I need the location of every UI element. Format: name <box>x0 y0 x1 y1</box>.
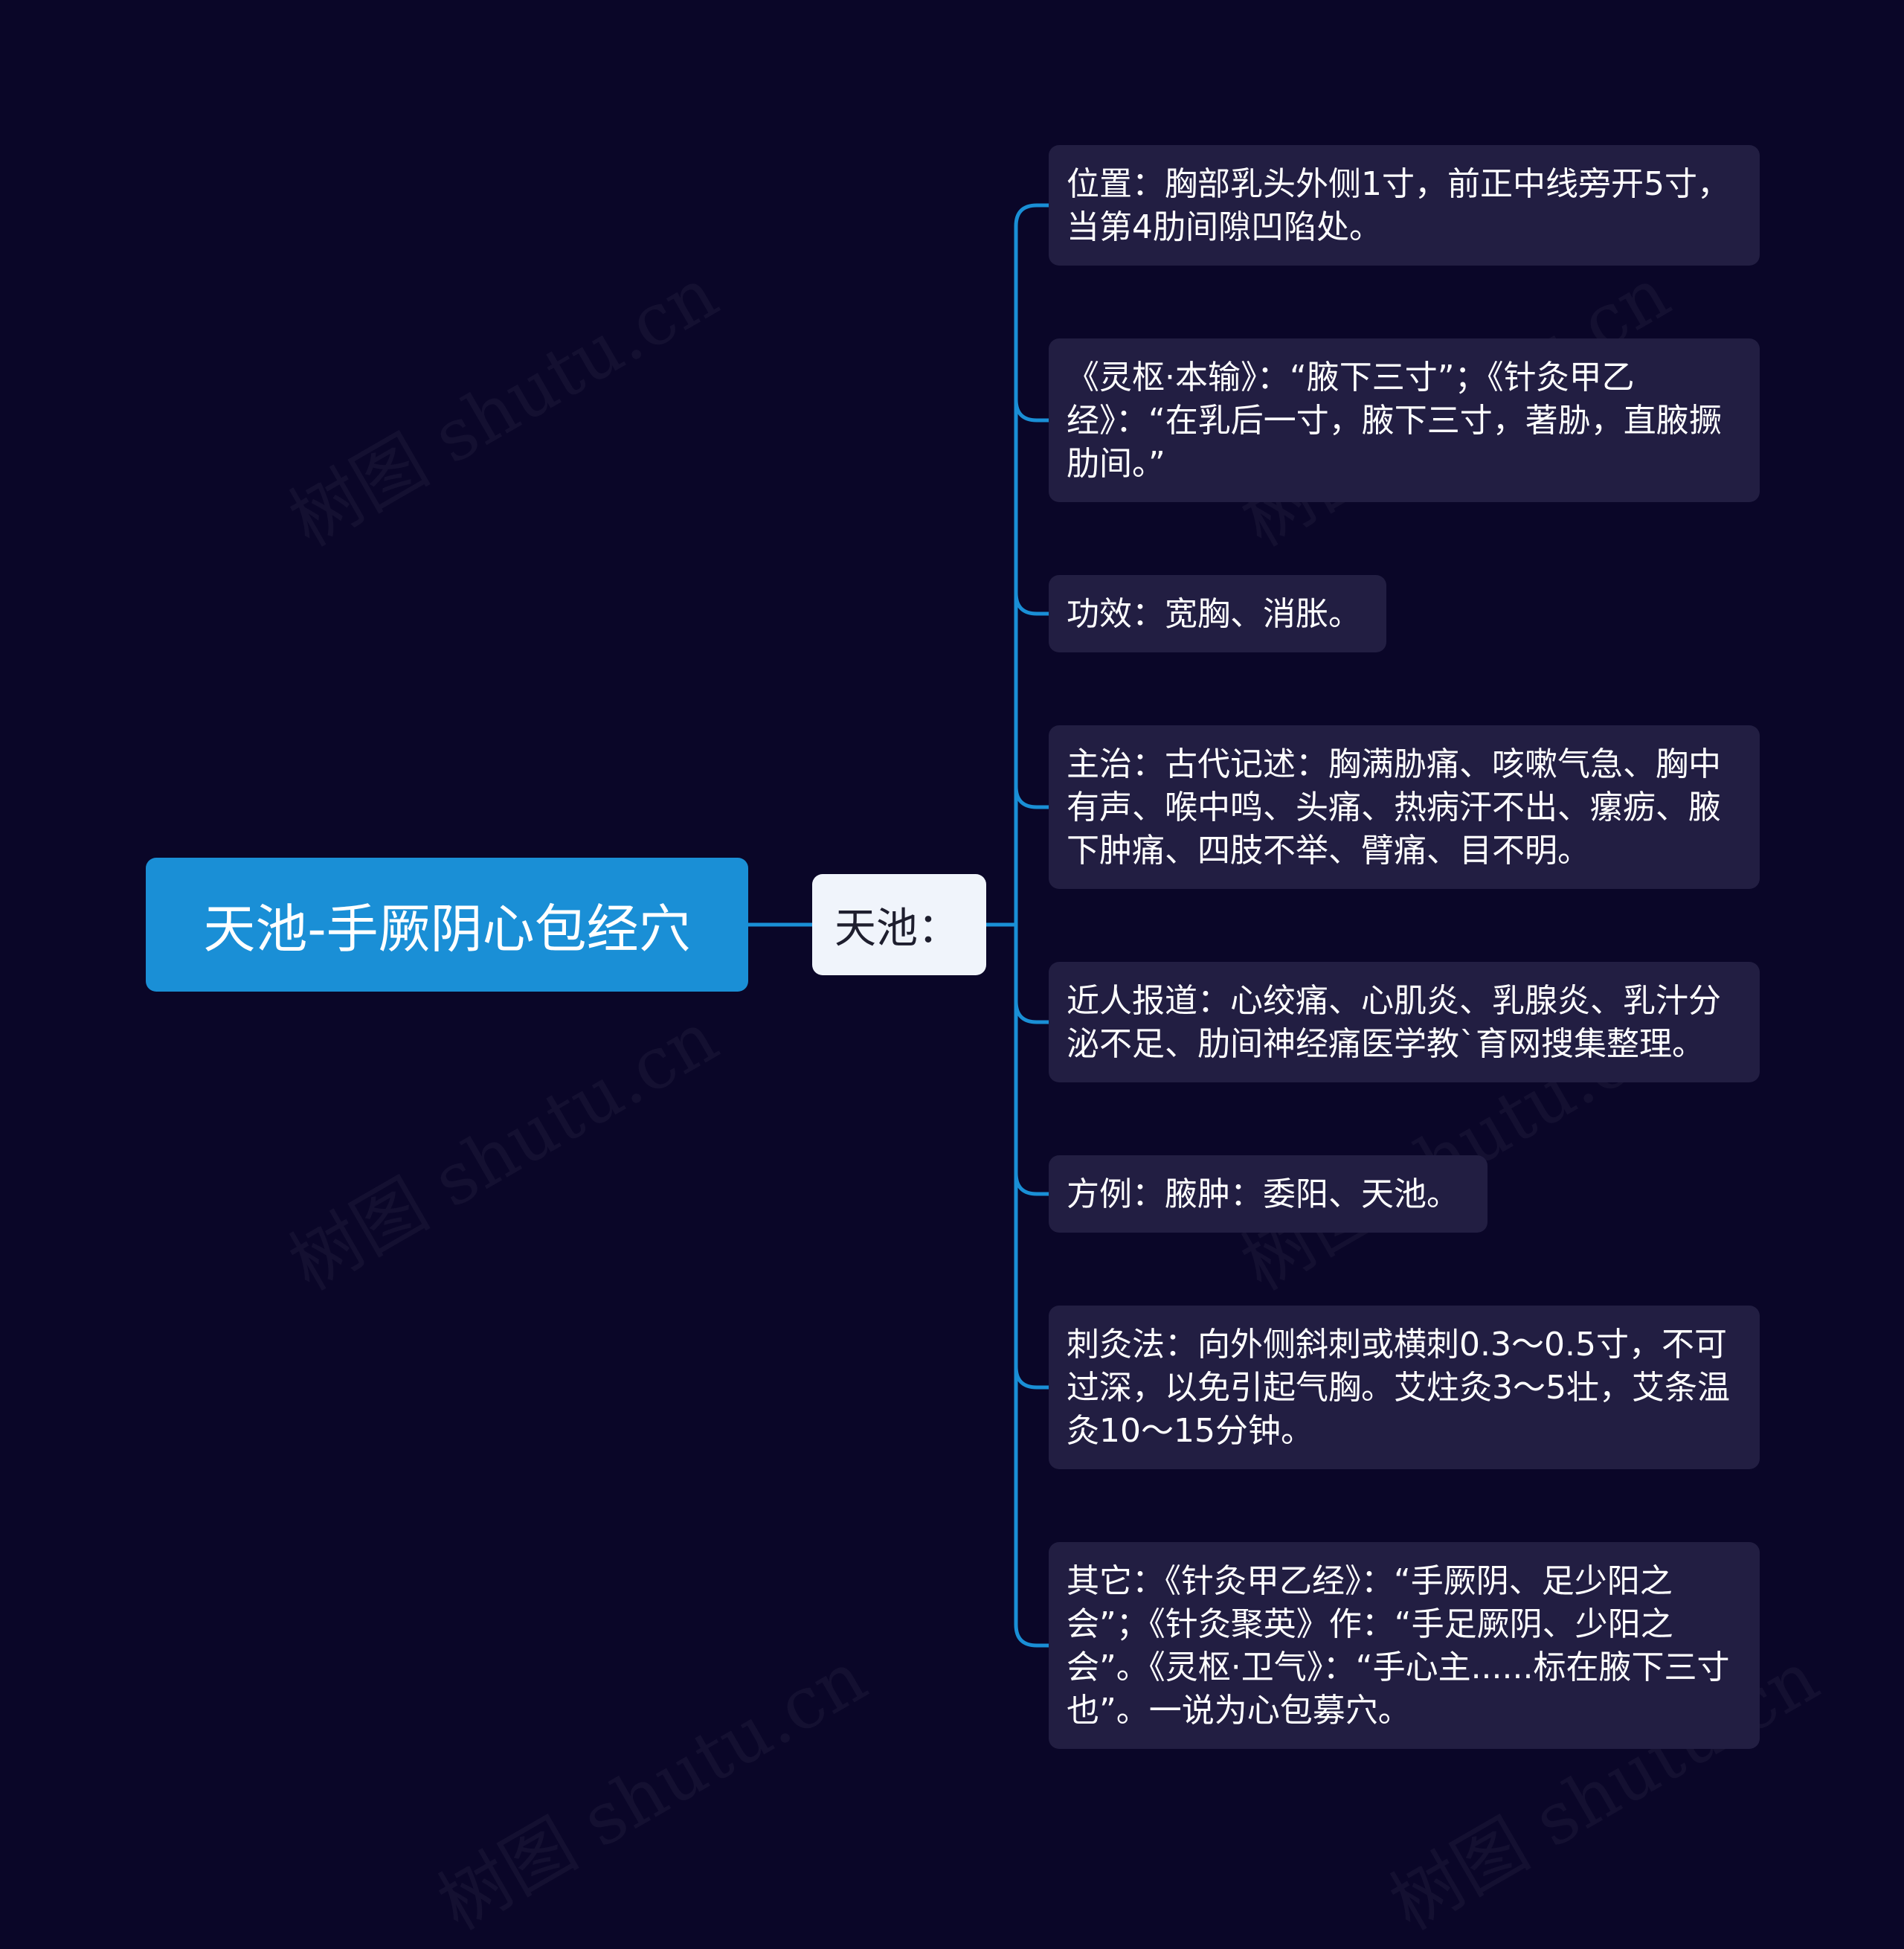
root-label: 天池-手厥阴心包经穴 <box>203 898 691 960</box>
leaf-connector <box>1014 592 1049 616</box>
leaf-node-other[interactable]: 其它：《针灸甲乙经》：“手厥阴、足少阳之会”；《针灸聚英》作：“手足厥阴、少阳之… <box>1049 1542 1760 1749</box>
root-node[interactable]: 天池-手厥阴心包经穴 <box>146 858 748 992</box>
leaf-connector <box>1014 399 1049 423</box>
leaf-text: 《灵枢·本输》：“腋下三寸”；《针灸甲乙经》：“在乳后一寸，腋下三寸，著胁，直腋… <box>1067 359 1722 483</box>
leaf-connector <box>1014 1624 1049 1648</box>
mindmap-canvas: 树图 shutu.cn 树图 shutu.cn 树图 shutu.cn 树图 s… <box>146 145 1832 1946</box>
leaf-connector <box>1014 1001 1049 1024</box>
leaf-node-modern-reports[interactable]: 近人报道：心绞痛、心肌炎、乳腺炎、乳汁分泌不足、肋间神经痛医学教`育网搜集整理。 <box>1049 962 1760 1082</box>
leaf-node-indications[interactable]: 主治：古代记述：胸满胁痛、咳嗽气急、胸中有声、喉中鸣、头痛、热病汗不出、瘰疬、腋… <box>1049 725 1760 889</box>
leaf-text: 方例：腋肿：委阳、天池。 <box>1067 1175 1459 1213</box>
leaf-connector <box>1014 203 1049 227</box>
leaf-node-effect[interactable]: 功效：宽胸、消胀。 <box>1049 575 1386 652</box>
leaf-text: 位置：胸部乳头外侧1寸，前正中线旁开5寸，当第4肋间隙凹陷处。 <box>1067 165 1730 246</box>
leaf-text: 主治：古代记述：胸满胁痛、咳嗽气急、胸中有声、喉中鸣、头痛、热病汗不出、瘰疬、腋… <box>1067 745 1721 870</box>
leaf-node-prescription[interactable]: 方例：腋肿：委阳、天池。 <box>1049 1155 1488 1233</box>
leaf-connector <box>1014 786 1049 809</box>
branch-node[interactable]: 天池： <box>812 874 986 975</box>
leaf-node-acupuncture-method[interactable]: 刺灸法：向外侧斜刺或横刺0.3～0.5寸，不可过深，以免引起气胸。艾炷灸3～5壮… <box>1049 1306 1760 1469</box>
leaf-text: 功效：宽胸、消胀。 <box>1067 595 1361 633</box>
connector-lines <box>748 203 1049 1648</box>
leaf-connector <box>1014 1366 1049 1390</box>
leaf-connector <box>1014 1172 1049 1196</box>
leaf-node-location[interactable]: 位置：胸部乳头外侧1寸，前正中线旁开5寸，当第4肋间隙凹陷处。 <box>1049 145 1760 266</box>
leaf-text: 其它：《针灸甲乙经》：“手厥阴、足少阳之会”；《针灸聚英》作：“手足厥阴、少阳之… <box>1067 1562 1730 1730</box>
leaf-text: 刺灸法：向外侧斜刺或横刺0.3～0.5寸，不可过深，以免引起气胸。艾炷灸3～5壮… <box>1067 1326 1730 1450</box>
branch-label: 天池： <box>834 904 959 953</box>
leaf-text: 近人报道：心绞痛、心肌炎、乳腺炎、乳汁分泌不足、肋间神经痛医学教`育网搜集整理。 <box>1067 982 1721 1063</box>
leaf-node-classic-source[interactable]: 《灵枢·本输》：“腋下三寸”；《针灸甲乙经》：“在乳后一寸，腋下三寸，著胁，直腋… <box>1049 338 1760 502</box>
